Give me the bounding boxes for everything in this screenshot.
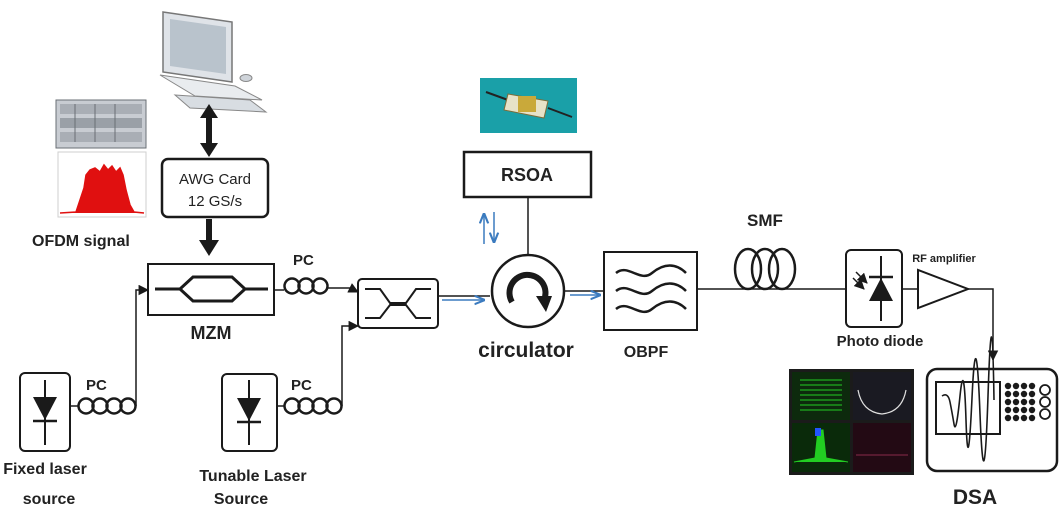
- tunable-laser-label-2: Source: [214, 491, 268, 508]
- ofdm-signal-label: OFDM signal: [32, 233, 130, 250]
- dsa-screens-photo: [789, 369, 914, 475]
- smf-label: SMF: [747, 211, 783, 230]
- circulator-label: circulator: [478, 339, 574, 362]
- fixed-laser-label: Fixed laser: [3, 461, 87, 478]
- polarization-controller-2: [283, 397, 343, 415]
- pc-label-1: PC: [86, 377, 107, 394]
- rsoa-box: [462, 150, 593, 199]
- polarization-controller-3: [283, 277, 329, 295]
- awg-card-label: AWG Card: [179, 171, 251, 188]
- fixed-laser-source: [19, 372, 71, 452]
- dsa-label: DSA: [953, 486, 997, 509]
- rsoa-label: RSOA: [501, 165, 553, 185]
- optical-coupler: [357, 278, 439, 329]
- instrument-rack-icon: [55, 99, 147, 149]
- mzm-coupler-fiber: [328, 283, 359, 293]
- arrow-down-icon: [199, 240, 219, 256]
- arrow-down-icon: [200, 143, 218, 157]
- tunable-laser-source: [221, 373, 278, 452]
- tunable-laser-fiber: [341, 320, 360, 406]
- rsoa-device-photo: [480, 78, 577, 133]
- mzm-modulator: [147, 263, 275, 316]
- tunable-laser-label: Tunable Laser: [199, 468, 306, 485]
- rf-amplifier-label: RF amplifier: [912, 253, 976, 265]
- smf-fiber-spool: [733, 247, 797, 291]
- optical-bandpass-filter: [603, 251, 698, 331]
- arrow-up-icon: [200, 104, 218, 118]
- awg-rate-label: 12 GS/s: [188, 193, 242, 210]
- dsa-analyzer: [925, 336, 1059, 473]
- ofdm-spectrum-icon: [57, 151, 147, 218]
- circulator: [490, 253, 566, 329]
- polarization-controller-1: [77, 397, 137, 415]
- fixed-laser-fiber: [135, 284, 150, 406]
- computer-icon: [159, 11, 268, 113]
- photo-diode: [845, 249, 903, 328]
- pc-label-2: PC: [291, 377, 312, 394]
- photo-diode-label: Photo diode: [837, 333, 924, 350]
- awg-card-box: [160, 157, 270, 219]
- fixed-laser-label-2: source: [23, 491, 76, 508]
- amp-dsa-cable: [968, 288, 999, 362]
- pc-label-3: PC: [293, 252, 314, 269]
- obpf-label: OBPF: [624, 344, 669, 361]
- rf-amplifier: [917, 268, 971, 310]
- mzm-label: MZM: [191, 323, 232, 343]
